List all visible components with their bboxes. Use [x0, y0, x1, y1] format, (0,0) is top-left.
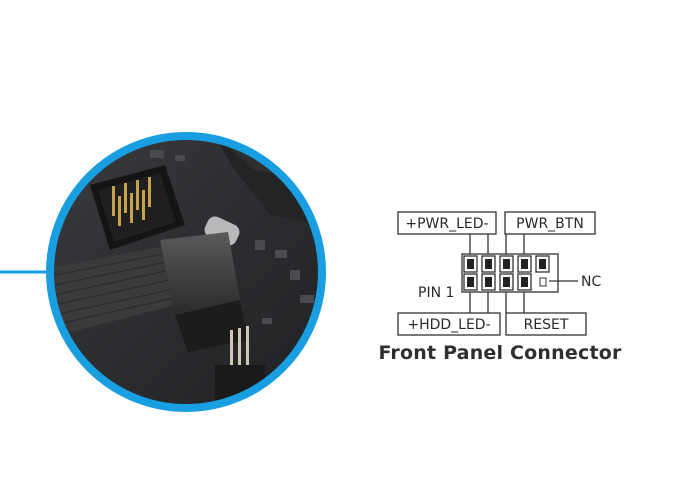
- pwr-btn-box: [504, 211, 596, 235]
- hdd-led-label: +HDD_LED-: [407, 317, 490, 333]
- pwr-led-label: +PWR_LED-: [405, 216, 488, 232]
- accent-ring: [46, 132, 326, 412]
- diagram-caption: Front Panel Connector: [378, 342, 622, 364]
- nc-label: NC: [581, 274, 601, 290]
- pwr-led-box: [397, 211, 497, 235]
- bottom-leader-lines: [469, 292, 525, 313]
- missing-pin-slot: [539, 277, 547, 287]
- pin1-label: PIN 1: [418, 285, 454, 301]
- top-leader-lines: [469, 234, 525, 254]
- pins: [467, 259, 546, 287]
- pwr-btn-label: PWR_BTN: [516, 216, 584, 232]
- hdd-led-box: [397, 312, 501, 336]
- reset-box: [505, 312, 587, 336]
- reset-label: RESET: [524, 317, 569, 333]
- pin-header-outline: [461, 253, 559, 293]
